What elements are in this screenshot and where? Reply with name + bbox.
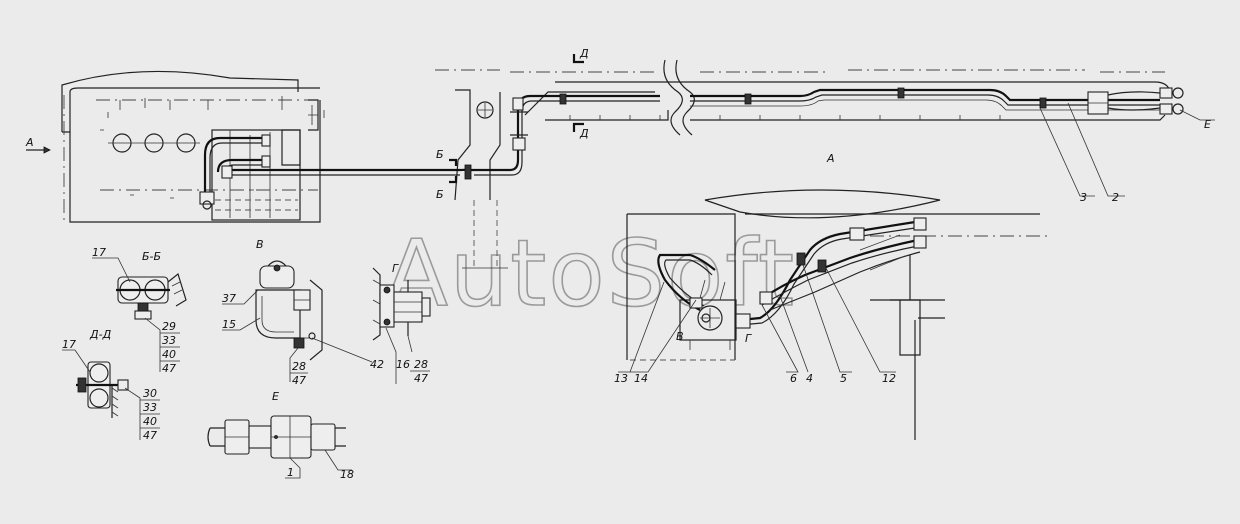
v-stack-0: 28 xyxy=(292,360,306,373)
callout-1: 1 xyxy=(287,466,294,479)
detail-e: Е 1 18 xyxy=(207,390,354,481)
detail-v: В 37 15 28 47 42 xyxy=(222,238,384,387)
section-bb-title: Б-Б xyxy=(142,250,161,263)
dd-stack-2: 40 xyxy=(143,415,157,428)
detail-g: Г 16 28 47 xyxy=(372,262,431,385)
g-stack-1: 28 xyxy=(414,358,428,371)
chassis-outline xyxy=(61,59,1171,269)
g-stack-0: 16 xyxy=(396,358,410,371)
bb-stack-2: 40 xyxy=(162,348,176,361)
dd-stack-labels: 30 33 40 47 xyxy=(140,387,160,442)
callout-6: 6 xyxy=(790,372,797,385)
main-pipe-run xyxy=(199,87,1184,210)
section-e-mark: Е xyxy=(1204,118,1211,131)
callout-12: 12 xyxy=(882,372,896,385)
callout-4: 4 xyxy=(806,372,813,385)
callout-17-dd: 17 xyxy=(62,338,76,351)
bb-stack-0: 29 xyxy=(162,320,176,333)
section-d-lower: Д xyxy=(579,127,589,140)
callout-2: 2 xyxy=(1112,191,1119,204)
section-dd-detail: Д-Д 17 30 33 40 47 xyxy=(62,328,160,442)
callout-42: 42 xyxy=(370,358,384,371)
view-a-arrow-label: A xyxy=(25,136,34,149)
callout-5: 5 xyxy=(840,372,847,385)
section-dd-title: Д-Д xyxy=(89,328,112,341)
dd-stack-0: 30 xyxy=(143,387,157,400)
callout-13: 13 xyxy=(614,372,628,385)
callout-3: 3 xyxy=(1080,191,1087,204)
mark-v: В xyxy=(676,330,684,343)
bb-stack-1: 33 xyxy=(162,334,176,347)
v-stack-1: 47 xyxy=(292,374,306,387)
dd-stack-1: 33 xyxy=(143,401,157,414)
bb-stack-labels: 29 33 40 47 xyxy=(160,320,180,375)
bb-stack-3: 47 xyxy=(162,362,176,375)
section-bb-detail: Б-Б 17 29 33 40 47 xyxy=(92,246,187,375)
mark-g: Г xyxy=(745,332,752,345)
section-d-upper: Д xyxy=(579,47,589,60)
view-a-assembly: В Г 13 14 6 4 5 12 xyxy=(614,189,1050,440)
callout-15: 15 xyxy=(222,318,236,331)
dd-stack-3: 47 xyxy=(143,429,157,442)
view-a-title: A xyxy=(826,152,835,165)
section-markers: Б Б Д Д A A Е xyxy=(25,47,1215,201)
g-stack-2: 47 xyxy=(414,372,428,385)
section-b-lower: Б xyxy=(436,188,444,201)
detail-v-title: В xyxy=(256,238,264,251)
detail-g-title: Г xyxy=(392,262,399,275)
section-b-upper: Б xyxy=(436,148,444,161)
callout-17-bb: 17 xyxy=(92,246,106,259)
detail-e-title: Е xyxy=(272,390,279,403)
watermark-text: AutoSoft xyxy=(385,220,796,327)
callout-18: 18 xyxy=(340,468,354,481)
callout-14: 14 xyxy=(634,372,648,385)
callouts-top: 3 2 xyxy=(1039,102,1125,204)
callout-37: 37 xyxy=(222,292,236,305)
